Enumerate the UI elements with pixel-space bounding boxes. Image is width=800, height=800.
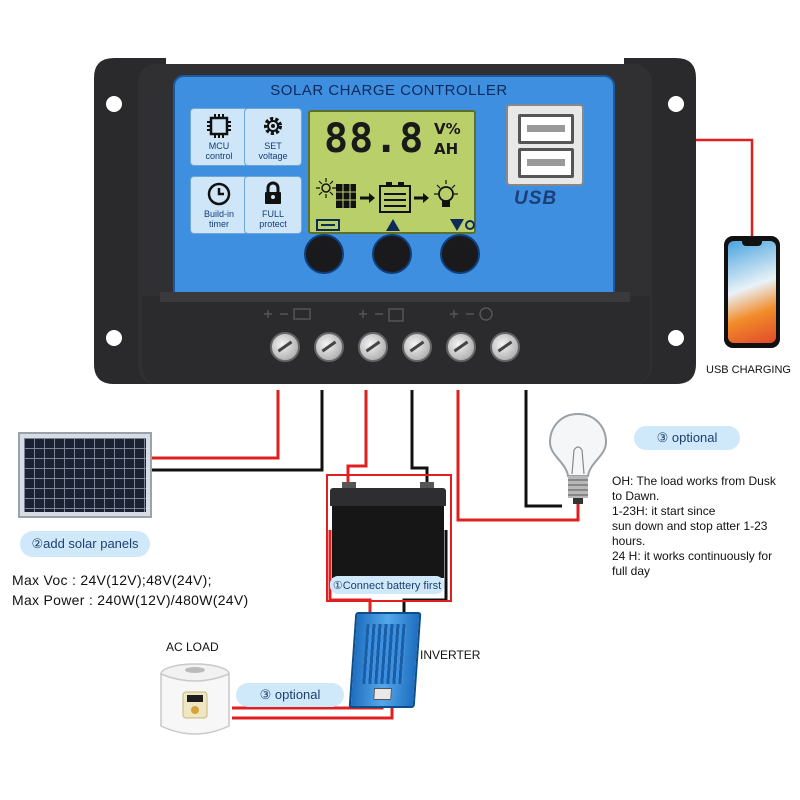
tile-set-voltage: SET voltage xyxy=(244,108,302,166)
tile-mcu-line1: MCU xyxy=(191,141,247,151)
sun-icon xyxy=(316,178,336,198)
ac-load-label: AC LOAD xyxy=(166,640,219,654)
usb-port-1[interactable] xyxy=(518,114,574,144)
terminal-load-positive[interactable] xyxy=(446,332,476,362)
usb-charging-label: USB CHARGING xyxy=(706,364,791,376)
connect-battery-label: ①Connect battery first xyxy=(330,576,444,594)
tile-mcu-line2: control xyxy=(191,151,247,161)
charge-controller: SOLAR CHARGE CONTROLLER MCU control SET … xyxy=(94,58,696,384)
lcd-units-bottom: AH xyxy=(434,140,458,159)
terminal-solar-positive[interactable] xyxy=(270,332,300,362)
optional-load-label: ③ optional xyxy=(634,426,740,450)
terminal-markings xyxy=(254,306,534,326)
terminal-load-negative[interactable] xyxy=(490,332,520,362)
tile-full-line1: FULL xyxy=(245,209,301,219)
terminal-battery-negative[interactable] xyxy=(402,332,432,362)
tile-set-line1: SET xyxy=(245,141,301,151)
light-bulb xyxy=(546,410,610,506)
load-note-line: hours. xyxy=(612,534,645,549)
rice-cooker xyxy=(156,660,234,742)
tile-build-in-timer: Build-in timer xyxy=(190,176,248,234)
lcd-units-top: V% xyxy=(434,120,461,139)
terminal-battery-positive[interactable] xyxy=(358,332,388,362)
up-button[interactable] xyxy=(372,234,412,274)
inverter-label: INVERTER xyxy=(420,648,480,662)
load-note-line: 24 H: it works continuously for xyxy=(612,549,772,564)
load-note-line: full day xyxy=(612,564,650,579)
battery-wire-negative xyxy=(412,390,427,484)
solar-cells xyxy=(24,438,146,512)
lcd-digits: 88.8 xyxy=(324,116,424,162)
solar-wire-positive xyxy=(148,390,278,458)
load-note-line: 1-23H: it start since xyxy=(612,504,715,519)
phone-notch xyxy=(742,241,762,246)
phone-screen xyxy=(728,241,776,343)
optional-ac-label: ③ optional xyxy=(236,683,344,707)
bulb-icon xyxy=(450,308,492,320)
lock-icon xyxy=(260,180,286,206)
spec-max-voc: Max Voc : 24V(12V);48V(24V); xyxy=(12,572,212,588)
chip-icon xyxy=(206,113,232,139)
menu-icon xyxy=(316,218,342,232)
clock-icon xyxy=(206,181,232,207)
tile-set-line2: voltage xyxy=(245,151,301,161)
lcd-flow-icons xyxy=(314,174,470,224)
down-arrow-icon xyxy=(448,218,476,232)
tile-timer-line2: timer xyxy=(191,219,247,229)
bulb-icon xyxy=(434,180,458,207)
tile-timer-line1: Build-in xyxy=(191,209,247,219)
spec-max-power: Max Power : 240W(12V)/480W(24V) xyxy=(12,592,249,608)
usb-port-2[interactable] xyxy=(518,148,574,178)
battery-wire-positive xyxy=(348,390,366,484)
battery-icon xyxy=(380,182,410,212)
load-note-line: OH: The load works from Dusk xyxy=(612,474,776,489)
solar-panel xyxy=(18,432,152,518)
tile-mcu-control: MCU control xyxy=(190,108,248,166)
up-arrow-icon xyxy=(384,218,402,232)
terminal-solar-negative[interactable] xyxy=(314,332,344,362)
lcd-display: 88.8 V% AH xyxy=(308,110,476,234)
solar-panel-icon xyxy=(264,309,310,319)
solar-panel-icon xyxy=(336,184,356,208)
smartphone xyxy=(724,236,780,348)
tile-full-protect: FULL protect xyxy=(244,176,302,234)
tile-full-line2: protect xyxy=(245,219,301,229)
down-button[interactable] xyxy=(440,234,480,274)
gear-icon xyxy=(260,113,286,139)
load-note-line: to Dawn. xyxy=(612,489,659,504)
usb-logo: USB xyxy=(514,188,557,210)
menu-button[interactable] xyxy=(304,234,344,274)
inverter xyxy=(349,612,422,708)
usb-port-block xyxy=(506,104,584,186)
load-note-line: sun down and stop atter 1-23 xyxy=(612,519,767,534)
battery-icon xyxy=(359,309,403,321)
add-solar-panels-label: ②add solar panels xyxy=(20,531,150,557)
controller-title: SOLAR CHARGE CONTROLLER xyxy=(244,82,534,99)
